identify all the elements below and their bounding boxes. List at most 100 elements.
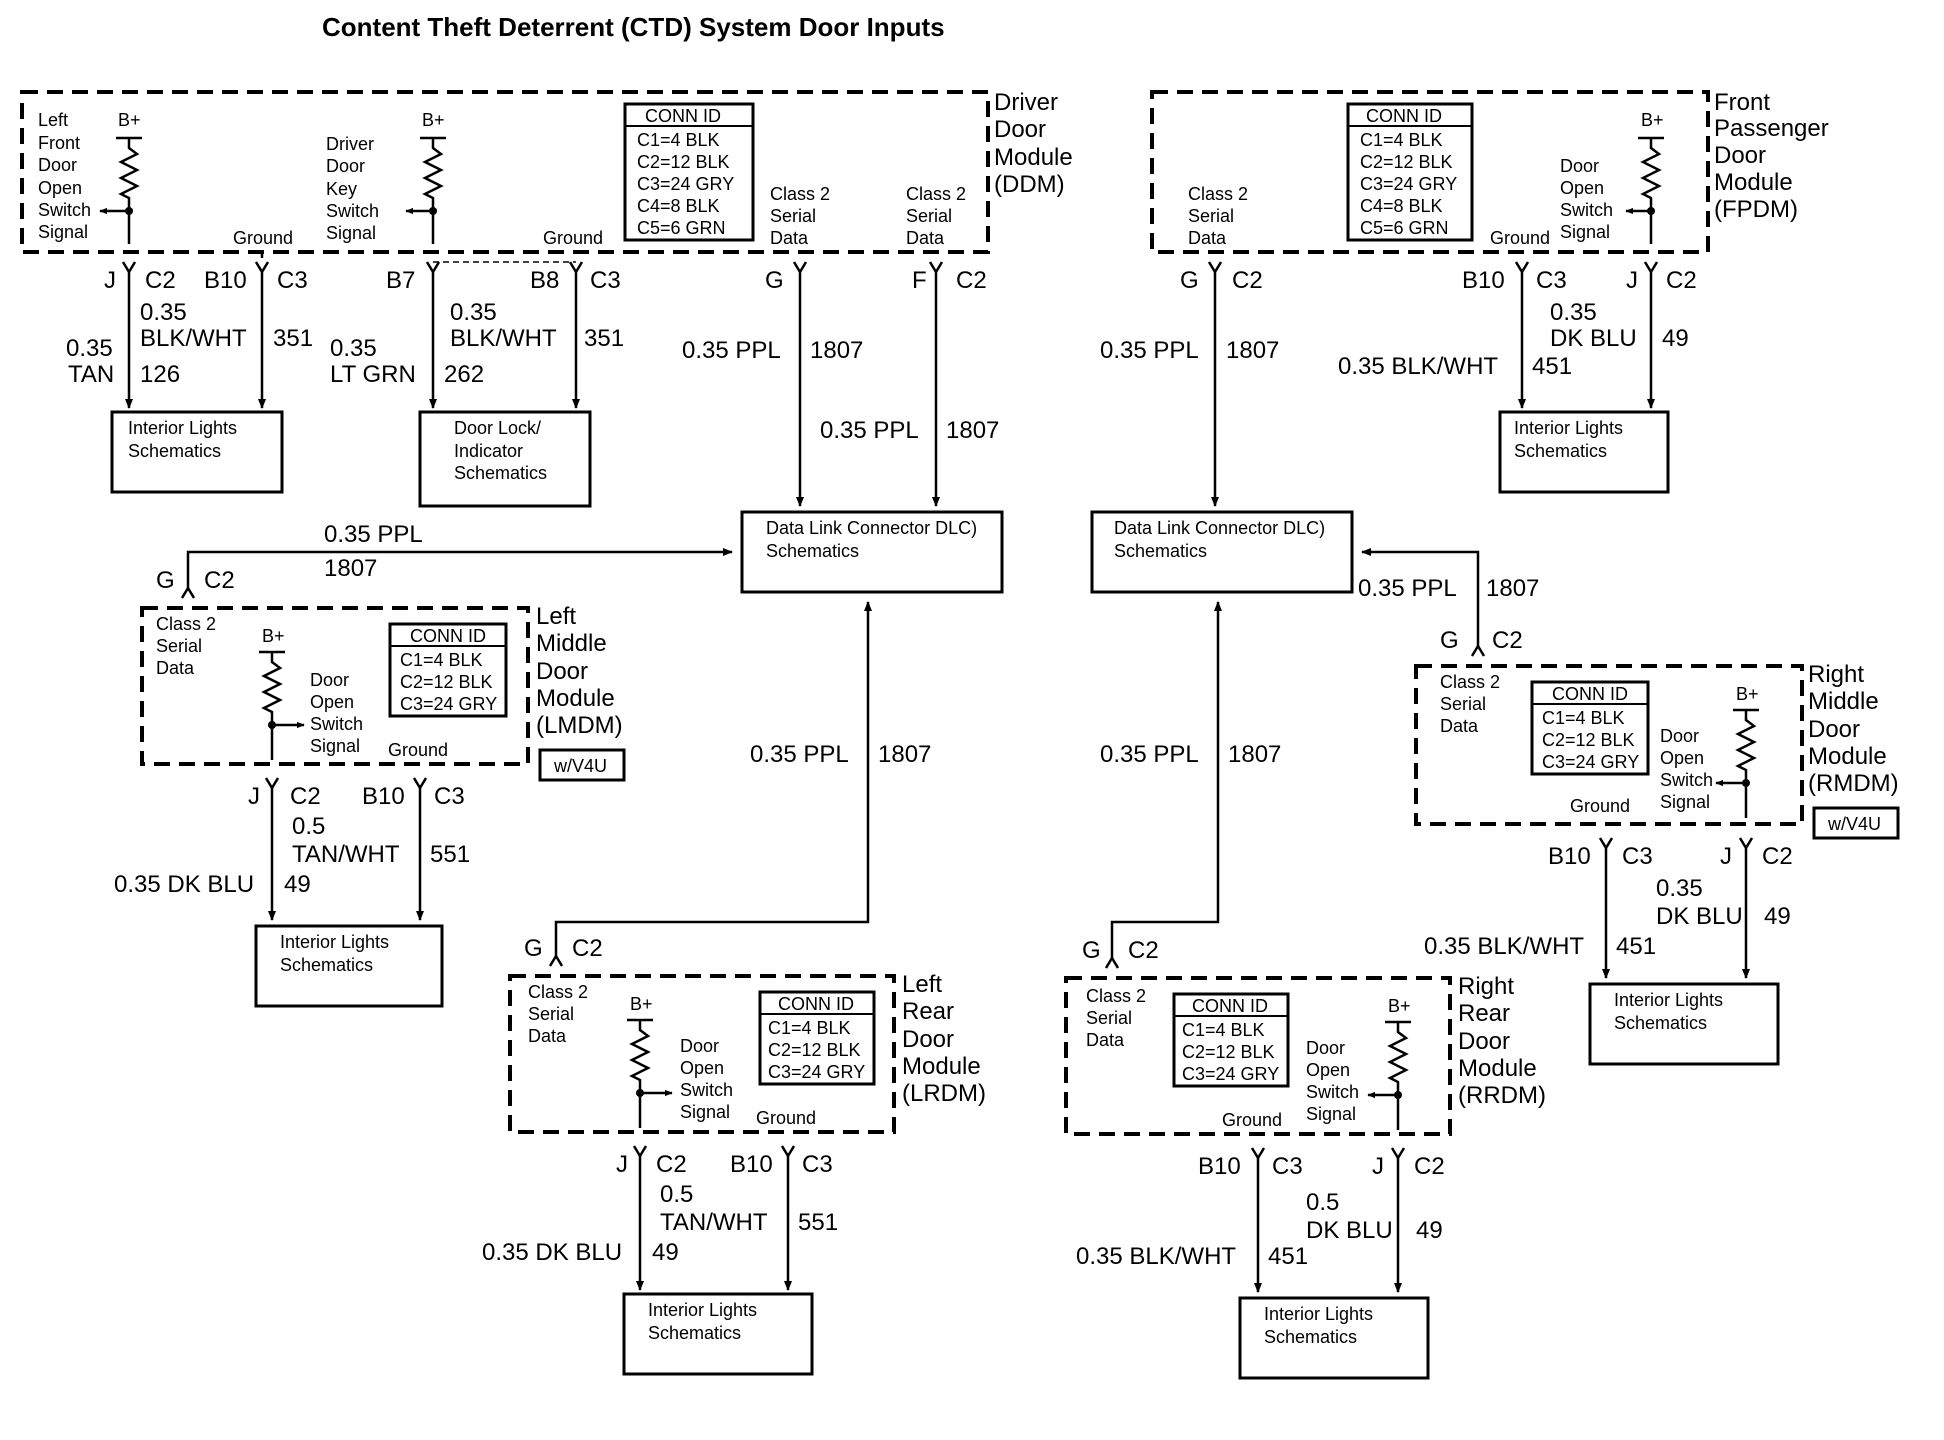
rrdm-w1-circuit: 451 [1268, 1243, 1308, 1270]
lrdm-pin-c3: C3 [802, 1151, 833, 1178]
fpdm-label: Front Passenger Door Module (FPDM) [1714, 89, 1835, 223]
lmdm-pin-b10: B10 [362, 783, 405, 810]
lrdm-pin-g: G [524, 935, 543, 962]
lmdm-w2-size: 0.5 [292, 813, 325, 840]
ddm-resistor-2 [420, 136, 446, 244]
fpdm-bplus: B+ [1641, 110, 1664, 130]
fpdm-pin-j: J [1626, 267, 1638, 294]
ddm-pin-c2: C2 [145, 267, 176, 294]
lrdm-class2-label: Class 2 Serial Data [528, 982, 593, 1046]
ddm-w1-circuit: 126 [140, 361, 180, 388]
rmdm-option-badge: w/V4U [1812, 806, 1900, 840]
svg-text:w/V4U: w/V4U [1827, 814, 1881, 834]
lrdm-w2-color: TAN/WHT [660, 1209, 768, 1236]
fpdm-switch-label: Door Open Switch Signal [1560, 156, 1618, 242]
lrdm-conn-id-box: CONN ID C1=4 BLK C2=12 BLK C3=24 GRY [758, 990, 876, 1086]
svg-text:C1=4 BLK C2=12 BLK: C1=4 BLK C2=12 BLK C3=24 GRY [1182, 1020, 1280, 1084]
ddm-w4-color: BLK/WHT [450, 325, 557, 352]
lrdm-resistor [627, 1018, 653, 1128]
svg-text:CONN ID: CONN ID [410, 626, 486, 646]
ddm-ground-1: Ground [233, 228, 293, 248]
lmdm-boundary [140, 606, 530, 766]
rmdm-pin-g: G [1440, 627, 1459, 654]
fpdm-resistor [1638, 136, 1664, 244]
ddm-ground-2: Ground [543, 228, 603, 248]
rrdm-up-wire-circuit: 1807 [1228, 741, 1281, 768]
rrdm-resistor [1385, 1020, 1411, 1130]
svg-text:C1=4 BLK C2=12 BLK: C1=4 BLK C2=12 BLK C3=24 GRY C4=8 BLK C5… [637, 130, 739, 238]
lrdm-boundary [508, 974, 896, 1134]
page-title: Content Theft Deterrent (CTD) System Doo… [322, 12, 945, 42]
lrdm-pin-c2-top: C2 [572, 935, 603, 962]
rmdm-top-wire-label: 0.35 PPL [1358, 575, 1457, 602]
lmdm-label: Left Middle Door Module (LMDM) [536, 603, 623, 739]
ddm-w4-size: 0.35 [450, 299, 497, 326]
rmdm-w1-label: 0.35 BLK/WHT [1424, 933, 1584, 960]
lmdm-pin-c2: C2 [290, 783, 321, 810]
rrdm-module: 0.35 PPL 1807 G C2 Right Rear Door Modul… [1064, 601, 1546, 1380]
ddm-w1-color: TAN [68, 361, 114, 388]
rrdm-pin-c2-top: C2 [1128, 937, 1159, 964]
lrdm-up-wire-circuit: 1807 [878, 741, 931, 768]
rrdm-pin-b10: B10 [1198, 1153, 1241, 1180]
ddm-boundary [20, 90, 990, 254]
ddm-w3-circuit: 262 [444, 361, 484, 388]
rrdm-pin-g: G [1082, 937, 1101, 964]
dlc-left-box: Data Link Connector DLC)Schematics [740, 510, 1004, 594]
svg-text:CONN ID: CONN ID [645, 106, 721, 126]
rrdm-w2-size: 0.5 [1306, 1189, 1339, 1216]
fpdm-pin-g: G [1180, 267, 1199, 294]
fpdm-w2-circuit: 451 [1532, 353, 1572, 380]
lmdm-module: 0.35 PPL 1807 G C2 Left Middle Door Modu… [114, 521, 733, 1008]
rrdm-label: Right Rear Door Module (RRDM) [1458, 973, 1546, 1109]
rrdm-up-wire-label: 0.35 PPL [1100, 741, 1199, 768]
ddm-module: Driver Door Module (DDM) Left Front Door… [20, 89, 1073, 508]
ddm-class2-label-1: Class 2 Serial Data [770, 184, 835, 248]
lmdm-top-wire-label: 0.35 PPL [324, 521, 423, 548]
lmdm-w2-circuit: 551 [430, 841, 470, 868]
svg-text:C1=4 BLK C2=12 BLK: C1=4 BLK C2=12 BLK C3=24 GRY C4=8 BLK C5… [1360, 130, 1462, 238]
svg-text:Ground: Ground [1570, 796, 1630, 816]
rrdm-w1-label: 0.35 BLK/WHT [1076, 1243, 1236, 1270]
lmdm-pin-j: J [248, 783, 260, 810]
rrdm-w2-color: DK BLU [1306, 1217, 1393, 1244]
lmdm-switch-label: Door Open Switch Signal [310, 670, 368, 756]
svg-text:C1=4 BLK C2=12 BLK: C1=4 BLK C2=12 BLK C3=24 GRY [400, 650, 498, 714]
lmdm-w1-circuit: 49 [284, 871, 311, 898]
ddm-pin-g: G [765, 267, 784, 294]
svg-text:CONN ID: CONN ID [1552, 684, 1628, 704]
ddm-pin-f: F [912, 267, 927, 294]
rmdm-pin-c2-top: C2 [1492, 627, 1523, 654]
ddm-bplus-1: B+ [118, 110, 141, 130]
svg-text:CONN ID: CONN ID [778, 994, 854, 1014]
lmdm-ground: Ground [388, 740, 448, 760]
lmdm-pin-c2-top: C2 [204, 567, 235, 594]
ddm-w6-label: 0.35 PPL [820, 417, 919, 444]
lmdm-w2-color: TAN/WHT [292, 841, 400, 868]
fpdm-class2-label: Class 2 Serial Data [1188, 184, 1253, 248]
rrdm-pin-c3: C3 [1272, 1153, 1303, 1180]
fpdm-w3-size: 0.35 [1550, 299, 1597, 326]
rmdm-boundary [1414, 664, 1804, 826]
rrdm-switch-label: Door Open Switch Signal [1306, 1038, 1364, 1124]
ddm-pin-b7: B7 [386, 267, 415, 294]
lmdm-resistor [259, 650, 285, 760]
ddm-w6-circuit: 1807 [946, 417, 999, 444]
lrdm-w1-label: 0.35 DK BLU [482, 1239, 622, 1266]
fpdm-w1-label: 0.35 PPL [1100, 337, 1199, 364]
fpdm-module: Front Passenger Door Module (FPDM) Class… [1100, 89, 1835, 507]
ddm-bplus-2: B+ [422, 110, 445, 130]
fpdm-wires [1211, 272, 1655, 507]
lmdm-top-wire-circuit: 1807 [324, 555, 377, 582]
ddm-pin-c3b: C3 [590, 267, 621, 294]
ddm-pin-c3: C3 [277, 267, 308, 294]
